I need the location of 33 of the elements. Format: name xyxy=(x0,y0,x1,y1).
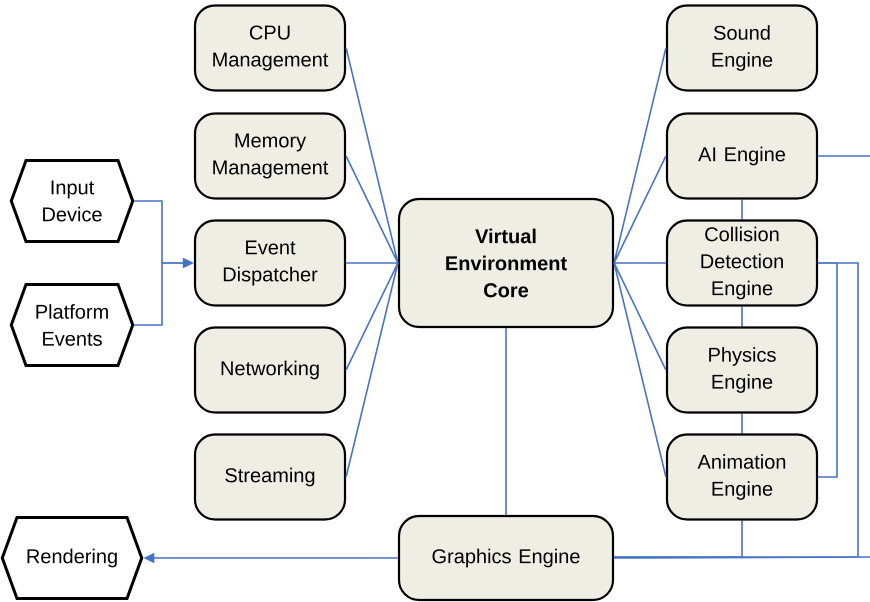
process-box: Graphics Engine xyxy=(398,514,614,602)
connector xyxy=(345,262,399,478)
connector xyxy=(818,155,870,157)
connector xyxy=(345,156,399,264)
process-box: Animation Engine xyxy=(666,433,818,521)
connector xyxy=(614,262,666,264)
terminal-hexagon: Rendering xyxy=(0,516,144,600)
connector xyxy=(614,556,870,559)
connector xyxy=(345,262,399,370)
connector xyxy=(613,262,667,370)
process-box: Collision Detection Engine xyxy=(666,219,818,307)
connector xyxy=(505,328,507,515)
process-box: CPU Management xyxy=(194,4,346,92)
terminal-hexagon: Platform Events xyxy=(10,283,134,367)
terminal-hexagon: Input Device xyxy=(10,159,134,243)
process-box: Networking xyxy=(194,326,346,414)
connector xyxy=(345,48,399,264)
process-box: Sound Engine xyxy=(666,4,818,92)
process-box: Memory Management xyxy=(194,112,346,200)
connector xyxy=(741,306,743,326)
connector xyxy=(741,200,743,220)
process-box: Event Dispatcher xyxy=(194,219,346,307)
process-box: Virtual Environment Core xyxy=(398,198,614,328)
connector xyxy=(741,414,743,434)
connector xyxy=(613,262,667,478)
connector xyxy=(613,48,667,264)
connector xyxy=(614,520,743,558)
process-box: Physics Engine xyxy=(666,326,818,414)
connector xyxy=(818,262,838,478)
connector xyxy=(346,262,398,264)
process-box: Streaming xyxy=(194,433,346,521)
connector xyxy=(613,156,667,264)
process-box: AI Engine xyxy=(666,112,818,200)
